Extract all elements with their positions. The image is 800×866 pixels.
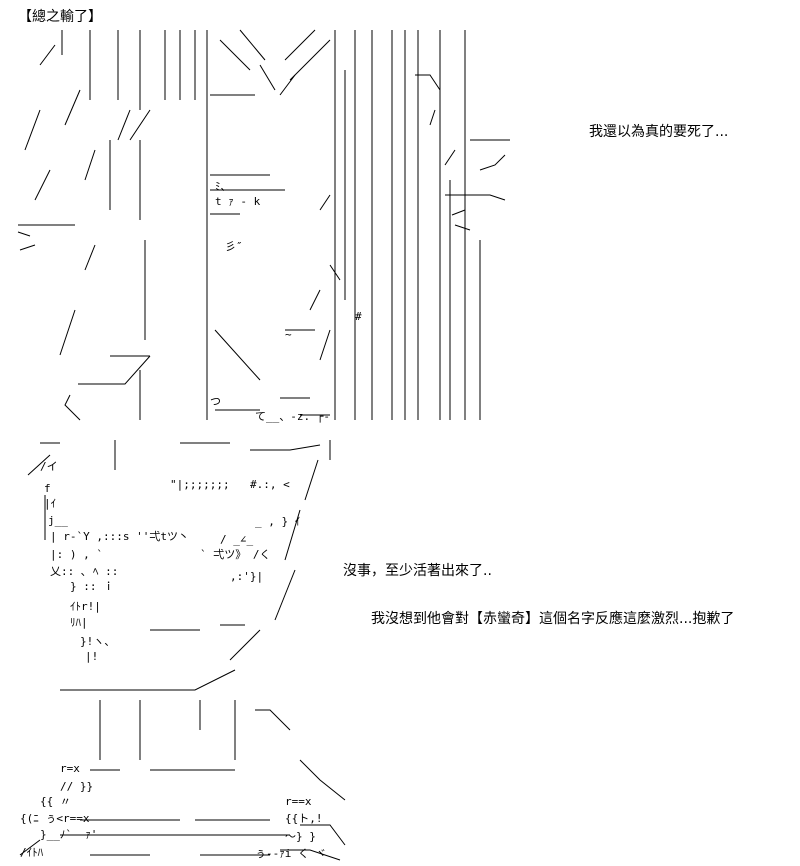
- ascii-art-panel-1: ﾐ、 t ｧ ‐ k # 彡″ つ て__、‐z. ┌‐ ~: [17, 29, 510, 423]
- svg-text:f: f: [44, 482, 51, 495]
- svg-text:ぅ‐‐ｧi く ヾ: ぅ‐‐ｧi く ヾ: [255, 847, 327, 860]
- svg-text:|!: |!: [85, 650, 98, 663]
- svg-text:~: ~: [285, 328, 292, 341]
- svg-text:{(ﾆ ぅ<r==x: {(ﾆ ぅ<r==x: [20, 812, 90, 825]
- svg-text:ﾐ、: ﾐ、: [215, 180, 232, 193]
- svg-text:て__、‐z. ┌‐: て__、‐z. ┌‐: [255, 410, 330, 423]
- svg-text:{{ト,!: {{ト,!: [285, 812, 323, 825]
- svg-text:j__: j__: [48, 514, 68, 527]
- svg-text:// }}: // }}: [60, 780, 93, 793]
- svg-text:{{ 〃: {{ 〃: [40, 795, 71, 808]
- svg-text:} :: ｉ: } :: ｉ: [70, 580, 114, 593]
- svg-text:ﾘﾊ|: ﾘﾊ|: [70, 616, 88, 629]
- svg-text:t ｧ ‐ k: t ｧ ‐ k: [215, 195, 261, 208]
- svg-text:#.:, <: #.:, <: [250, 478, 290, 491]
- dialogue-line-2: 沒事，至少活著出來了..: [343, 563, 492, 579]
- svg-text:/ _∠_: / _∠_: [220, 533, 253, 546]
- svg-text:/イ: /イ: [40, 460, 58, 473]
- svg-text:r==x: r==x: [285, 795, 312, 808]
- svg-text:| r‐`Y ,:::s ''弌tツ丶: | r‐`Y ,:::s ''弌tツ丶: [50, 530, 189, 543]
- panel-title: 【總之輸了】: [18, 9, 102, 25]
- svg-text:r=x: r=x: [60, 762, 80, 775]
- dialogue-line-3: 我沒想到他會對【赤蠻奇】這個名字反應這麼激烈...抱歉了: [371, 611, 735, 627]
- svg-text:` 弌ツ》 /く: ` 弌ツ》 /く: [200, 548, 271, 561]
- dialogue-line-1: 我還以為真的要死了...: [589, 124, 729, 140]
- svg-text:彡″: 彡″: [225, 240, 243, 253]
- svg-text:}__ﾉ`‐‐ｧ': }__ﾉ`‐‐ｧ': [40, 828, 97, 841]
- svg-text:,:'}|: ,:'}|: [230, 570, 263, 583]
- svg-text:|: ) , `: |: ) , `: [50, 548, 103, 561]
- svg-text:/ｲﾄﾊ: /ｲﾄﾊ: [20, 846, 44, 859]
- svg-text:〜} }: 〜} }: [285, 830, 316, 843]
- svg-text:|ｲ: |ｲ: [44, 497, 56, 510]
- svg-text:ｲﾄr!|: ｲﾄr!|: [70, 600, 101, 613]
- svg-text:}!ヽ、: }!ヽ、: [80, 635, 115, 648]
- svg-text:#: #: [355, 310, 362, 323]
- svg-text:_ , } ｲ: _ , } ｲ: [255, 515, 300, 528]
- svg-text:つ: つ: [210, 395, 221, 408]
- svg-text:"|;;;;;;;: "|;;;;;;;: [170, 478, 230, 491]
- svg-text:乂:: ､ ﾍ ::: 乂:: ､ ﾍ ::: [50, 565, 118, 578]
